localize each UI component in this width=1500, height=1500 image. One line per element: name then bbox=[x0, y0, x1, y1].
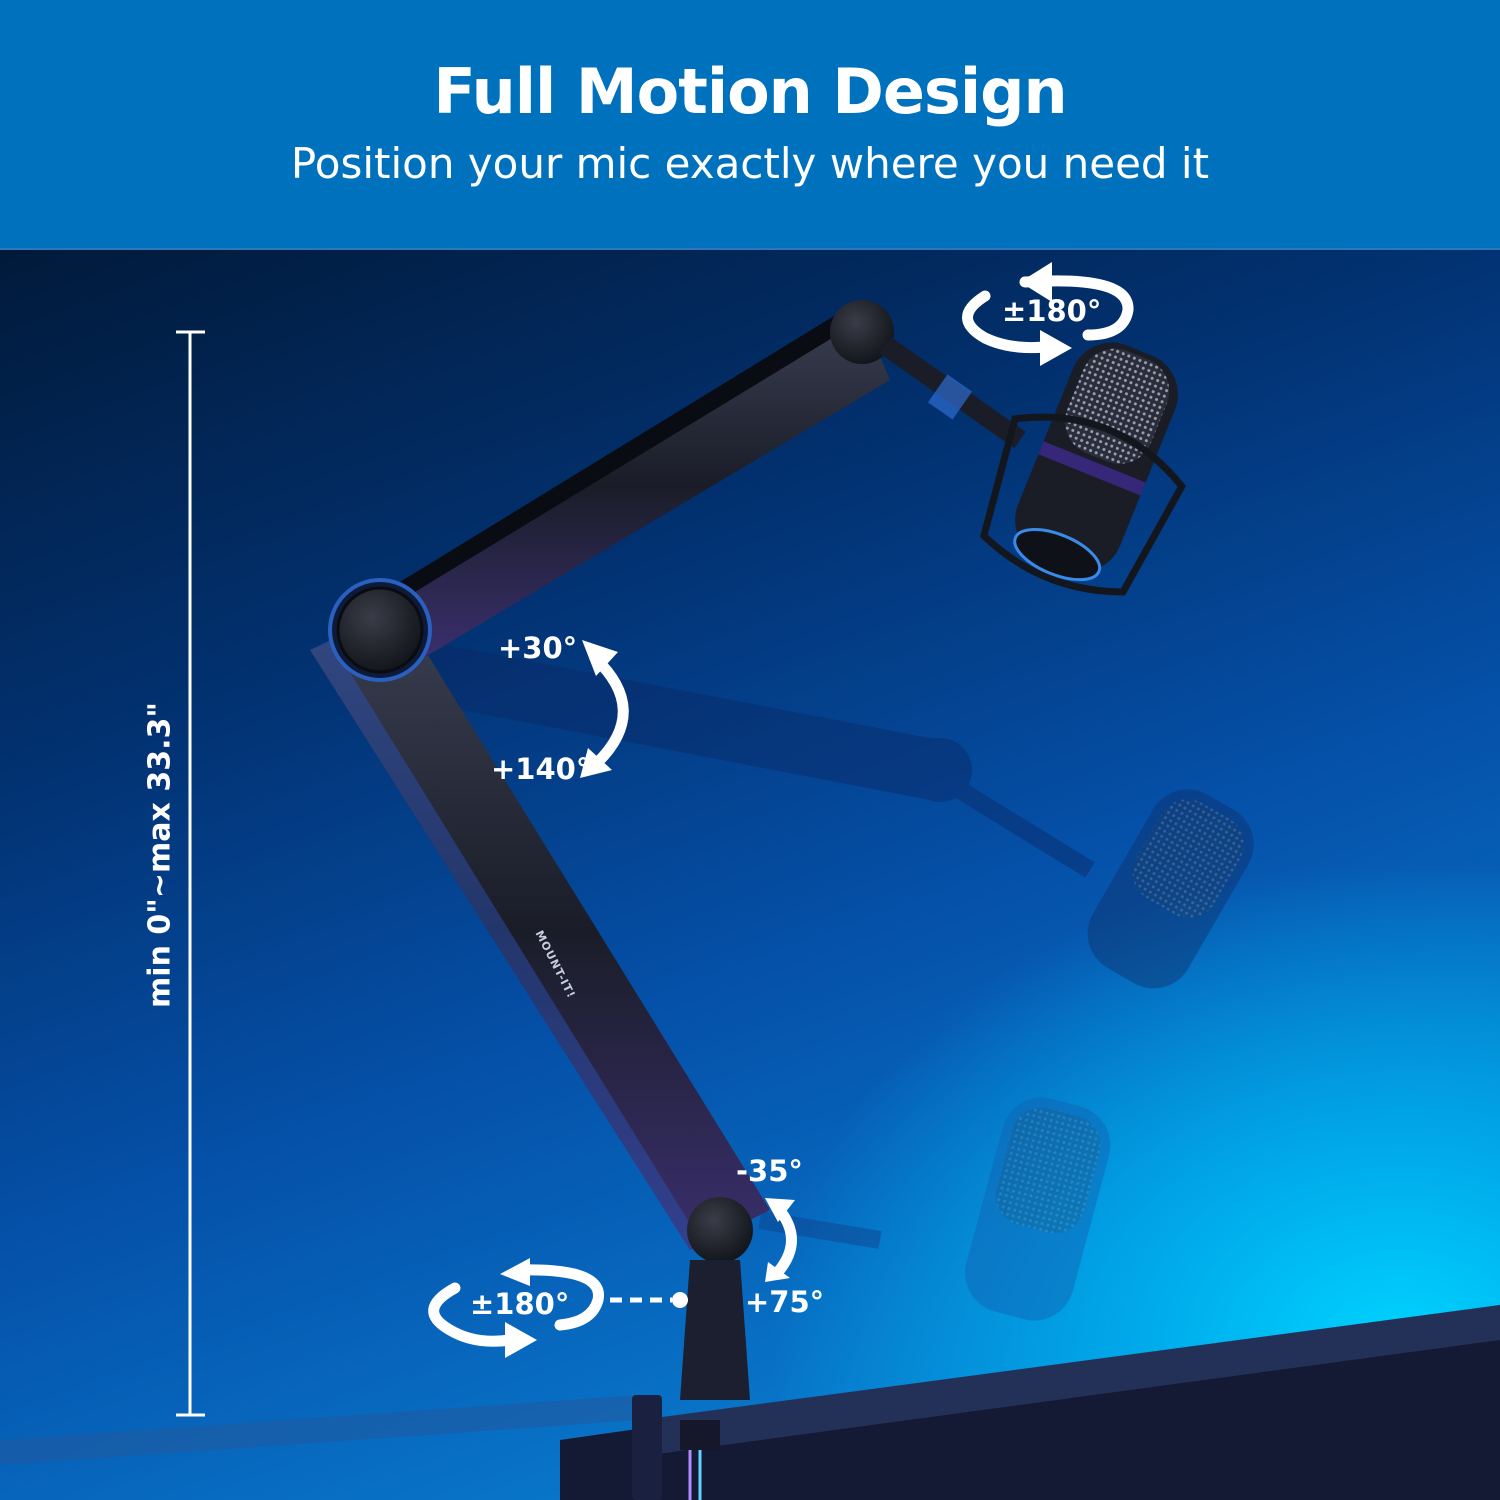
header-banner: Full Motion Design Position your mic exa… bbox=[0, 0, 1500, 250]
mount-clamp-icon bbox=[632, 1260, 750, 1500]
base-knob-icon bbox=[687, 1197, 753, 1263]
elbow-angle-bottom-label: +140° bbox=[491, 752, 591, 786]
base-rotate-arrow-icon bbox=[428, 1264, 604, 1347]
elbow-knob-icon bbox=[336, 586, 424, 674]
base-rotation-label: ±180° bbox=[470, 1287, 570, 1321]
lower-arm-icon bbox=[310, 610, 770, 1250]
base-pointer-icon bbox=[610, 1292, 688, 1308]
ghost-arm-icon bbox=[410, 640, 1254, 1321]
mic-rotate-arrow-icon bbox=[962, 275, 1134, 354]
page-subtitle: Position your mic exactly where you need… bbox=[290, 139, 1210, 188]
base-angle-bottom-label: +75° bbox=[745, 1285, 825, 1319]
height-ruler-icon bbox=[176, 330, 205, 1417]
mic-rotation-label: ±180° bbox=[1002, 294, 1102, 328]
top-knob-icon bbox=[830, 300, 894, 364]
product-scene: MOUNT-IT! ±180° +30° +140° -35° +75° ±18… bbox=[0, 250, 1500, 1500]
upper-arm-icon bbox=[380, 300, 890, 660]
desk-icon bbox=[0, 1305, 1500, 1500]
elbow-angle-top-label: +30° bbox=[498, 631, 578, 665]
page-title: Full Motion Design bbox=[433, 55, 1067, 128]
microphone-icon bbox=[979, 342, 1187, 596]
base-angle-top-label: -35° bbox=[736, 1154, 803, 1188]
product-illustration bbox=[0, 262, 1500, 1500]
height-range-label: min 0"~max 33.3" bbox=[142, 702, 178, 1008]
elbow-tilt-arrow-icon bbox=[589, 652, 629, 768]
